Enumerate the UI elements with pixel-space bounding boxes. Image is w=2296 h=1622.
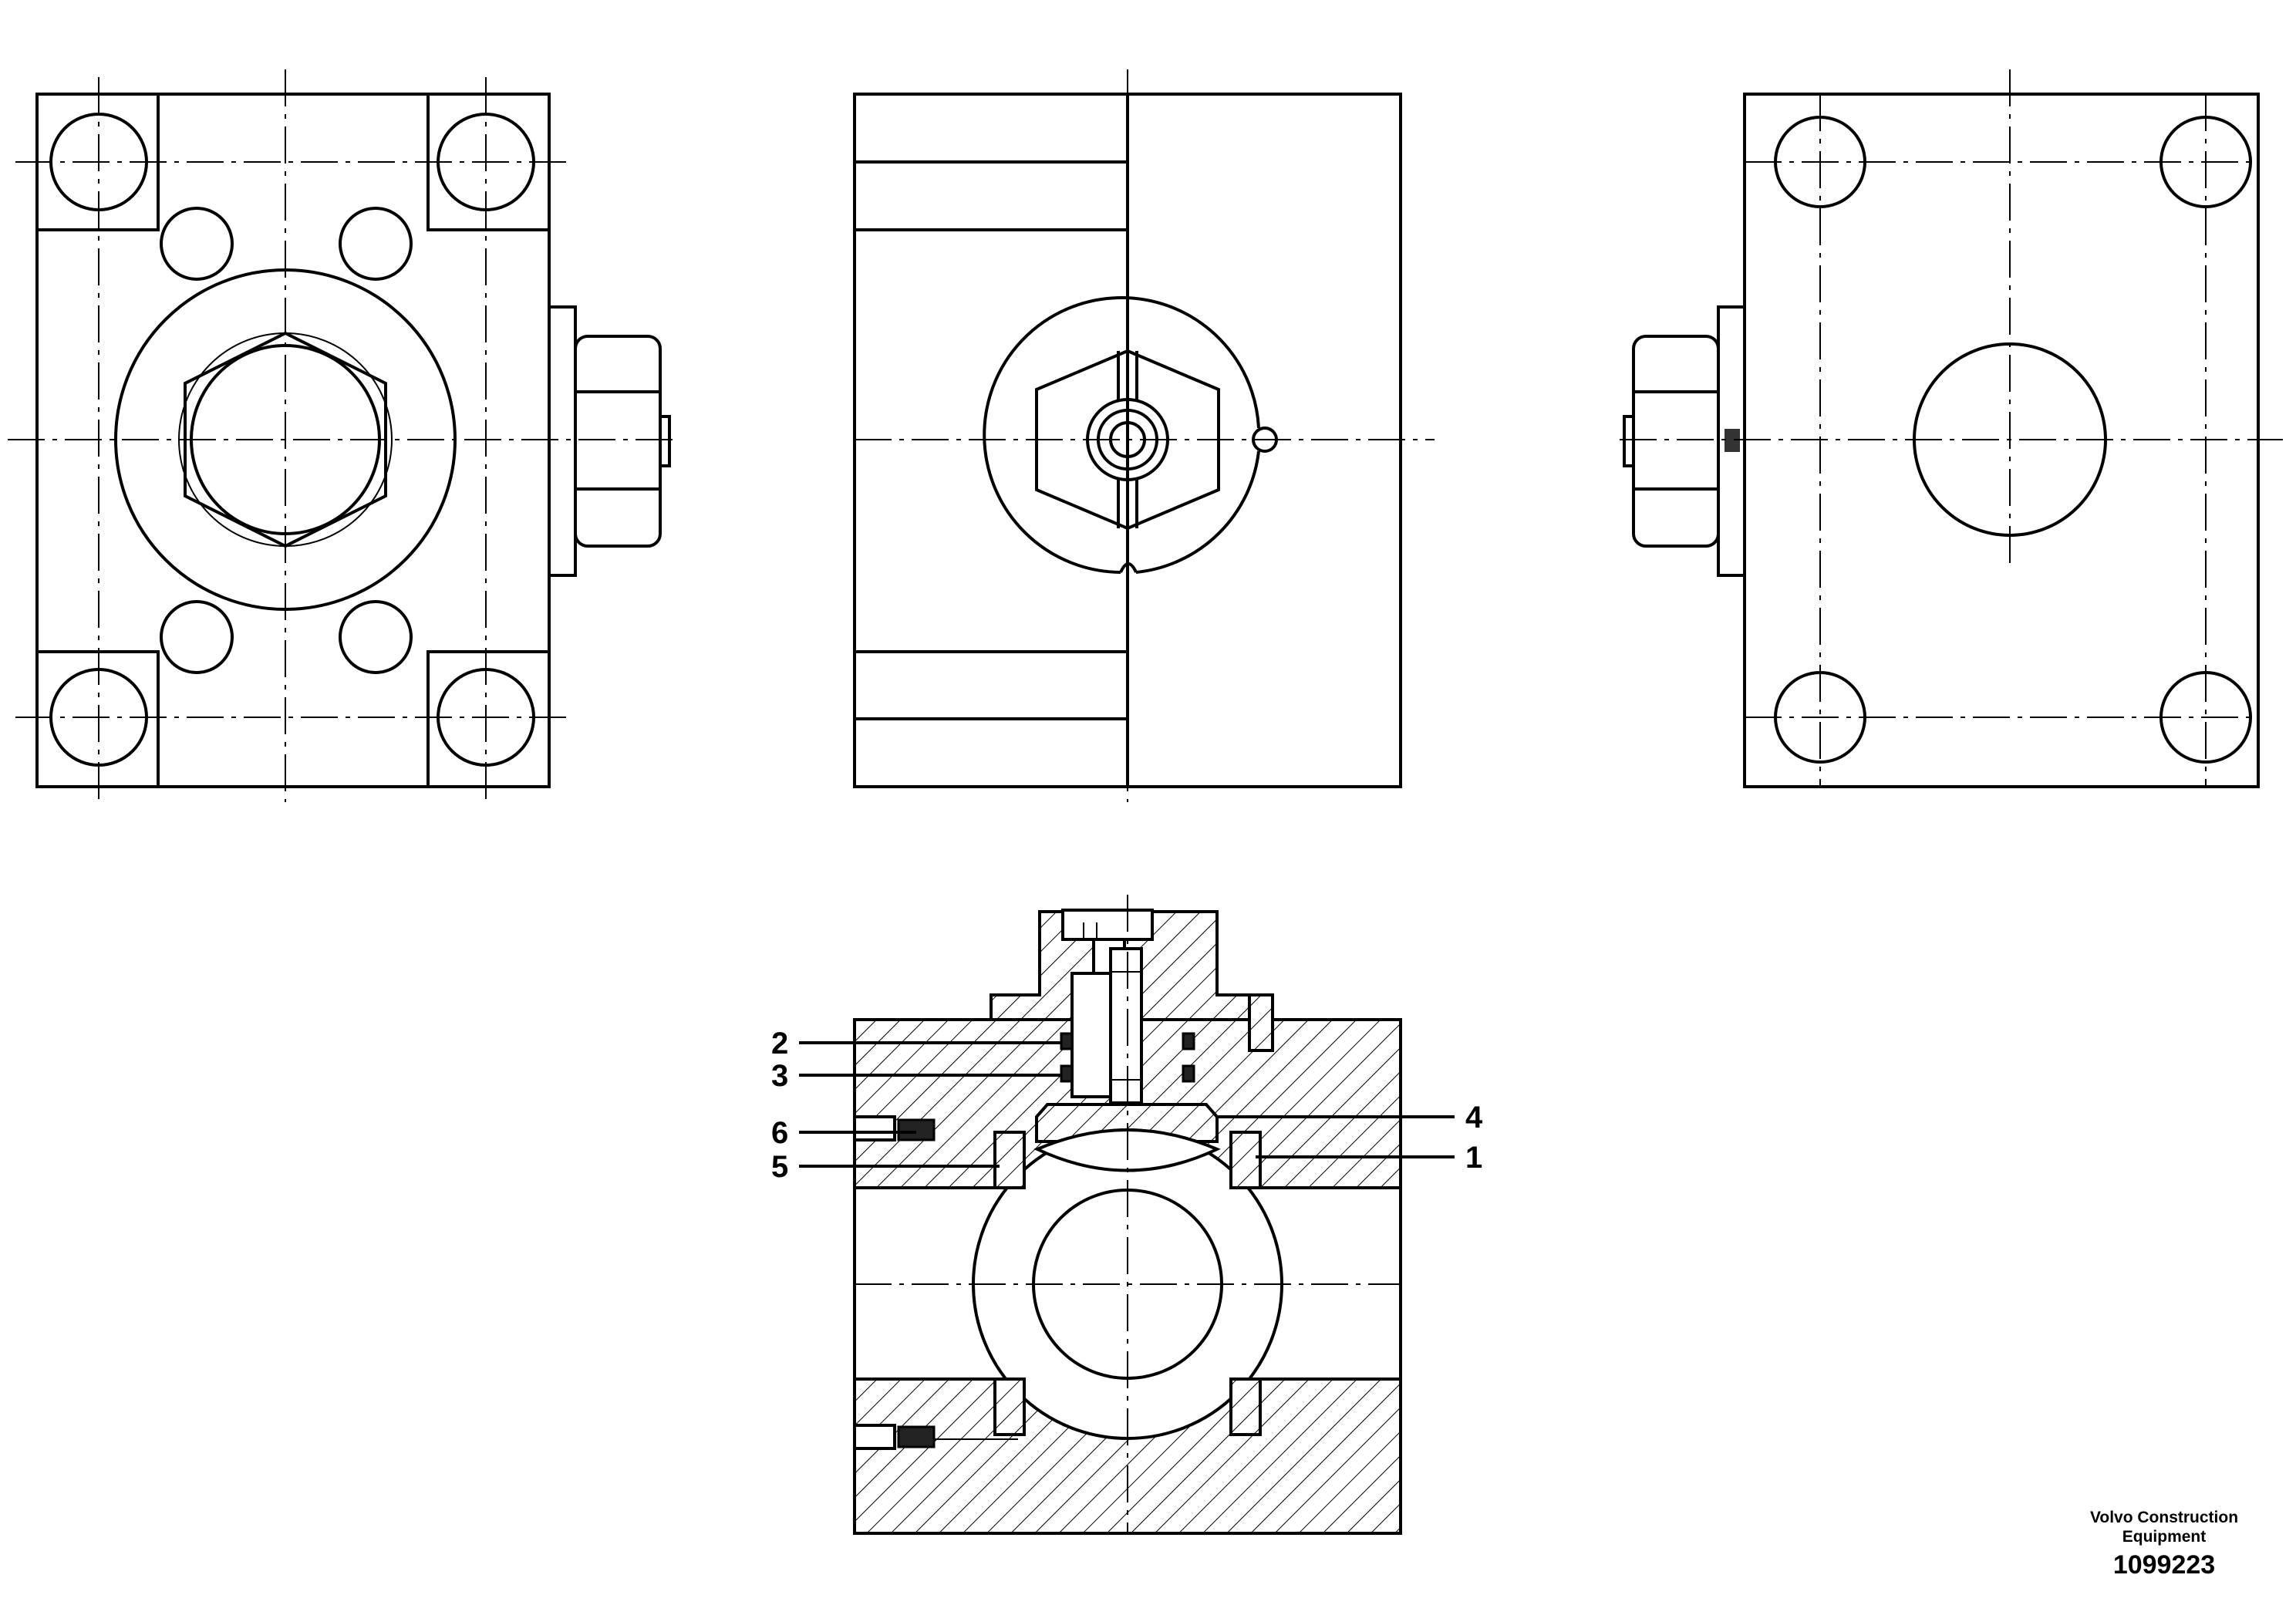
document-number: 1099223 [2113, 1550, 2215, 1580]
callout-3: 3 [771, 1059, 788, 1093]
brand-line-1: Volvo Construction [2090, 1509, 2238, 1526]
callout-6: 6 [771, 1116, 788, 1150]
callout-1: 1 [1465, 1141, 1482, 1175]
callout-2: 2 [771, 1027, 788, 1061]
brand-line-2: Equipment [2122, 1528, 2207, 1546]
callout-5: 5 [771, 1150, 788, 1184]
section-view [853, 895, 1402, 1535]
callouts: 2 3 6 5 4 1 [771, 1027, 1483, 1184]
back-view [1620, 69, 2283, 788]
top-view [853, 69, 1435, 802]
front-view [8, 69, 679, 802]
callout-4: 4 [1465, 1101, 1483, 1135]
title-block: Volvo Construction Equipment 1099223 [2090, 1509, 2238, 1580]
